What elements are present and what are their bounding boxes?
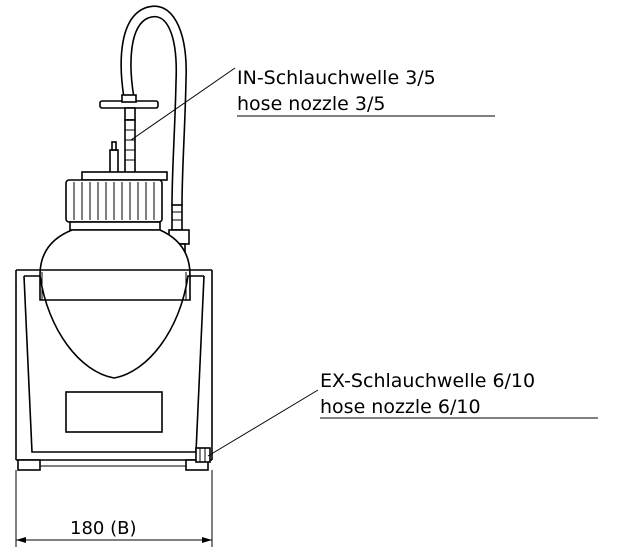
dimension-arrow-right bbox=[202, 537, 212, 543]
outlet-callout-line2: hose nozzle 6/10 bbox=[320, 396, 481, 418]
outlet-nozzle bbox=[195, 447, 211, 463]
dimension-arrow-left bbox=[16, 537, 26, 543]
bottle-body bbox=[39, 229, 191, 301]
width-dimension-label: 180 (B) bbox=[70, 518, 136, 539]
leader-lines bbox=[130, 67, 319, 457]
housing-feet bbox=[17, 459, 209, 471]
bottle-cap bbox=[65, 171, 168, 231]
outlet-callout: EX-Schlauchwelle 6/10 hose nozzle 6/10 bbox=[320, 370, 598, 419]
filter-disc bbox=[99, 94, 159, 121]
outlet-callout-line1: EX-Schlauchwelle 6/10 bbox=[320, 370, 535, 392]
width-dimension: 180 (B) bbox=[15, 470, 213, 547]
inlet-callout: IN-Schlauchwelle 3/5 hose nozzle 3/5 bbox=[237, 67, 495, 117]
inlet-callout-line1: IN-Schlauchwelle 3/5 bbox=[237, 67, 436, 89]
inlet-nozzle bbox=[109, 119, 136, 176]
inlet-callout-line2: hose nozzle 3/5 bbox=[237, 93, 386, 115]
hose-tube bbox=[120, 5, 187, 206]
housing bbox=[15, 269, 213, 461]
